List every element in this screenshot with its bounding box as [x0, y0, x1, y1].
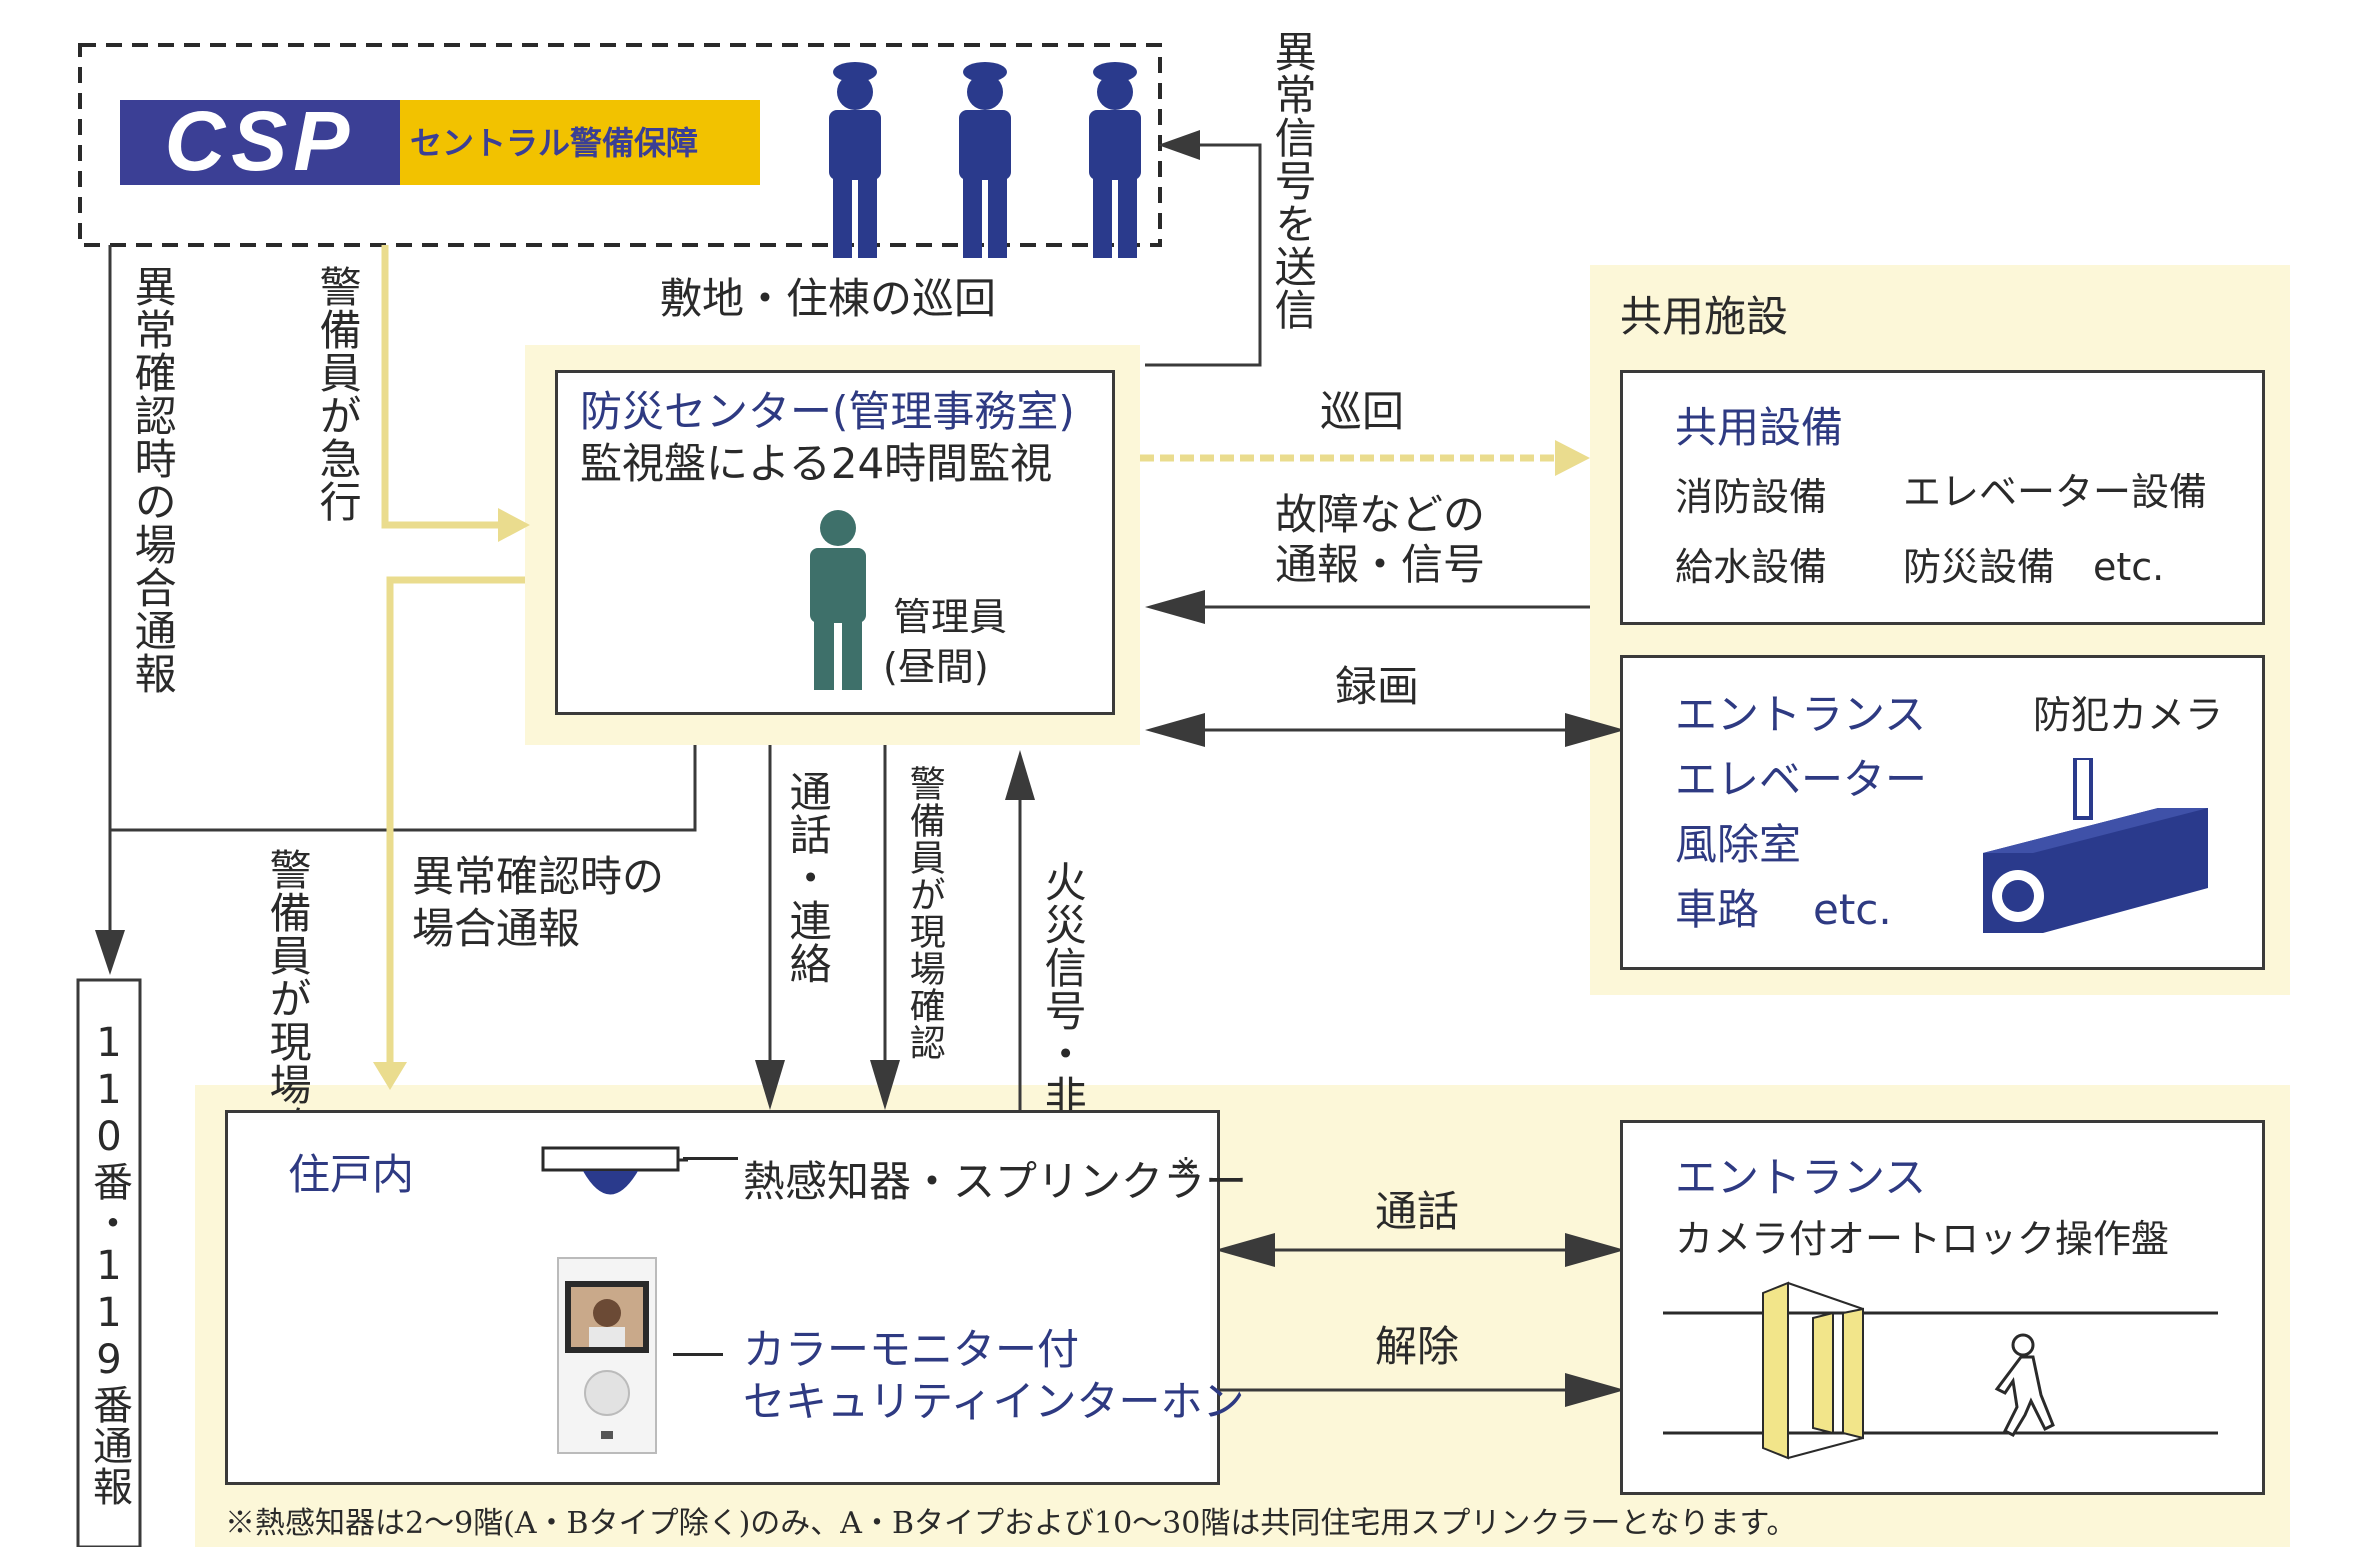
guard-check-label-2: 警備員が現場確認: [903, 765, 945, 1061]
entrance-box: エントランス カメラ付オートロック操作盤: [1620, 1120, 2265, 1495]
camera-location-windbreak: 風除室: [1675, 820, 1802, 869]
equipment-item-elevator: エレベーター設備: [1903, 470, 2208, 514]
equipment-item-etc: etc.: [2093, 545, 2165, 589]
sensor-mark: ※: [1175, 1153, 1197, 1183]
patrol-arrow: [1140, 440, 1590, 476]
common-equipment-title: 共用設備: [1675, 403, 1844, 452]
camera-location-entrance: エントランス: [1675, 690, 1927, 739]
equipment-item-disaster: 防災設備: [1903, 545, 2056, 589]
dwelling-box: 住戸内 熱感知器・スプリンクラー ※ カラーモニター付 セキュリティインターホン: [225, 1110, 1247, 1485]
monitor-leader-line: [673, 1353, 723, 1356]
sensor-leader-line: [683, 1157, 738, 1160]
call-arrow: [1215, 1233, 1625, 1267]
emergency-report-arrow: [95, 245, 697, 975]
csp-company-name: セントラル警備保障: [410, 124, 699, 162]
auto-lock-door-icon: [1663, 1281, 2218, 1460]
manager-person-icon: [810, 510, 866, 690]
site-patrol-label: 敷地・住棟の巡回: [660, 274, 997, 323]
fire-signal-label: 火災信号・非常警報: [1038, 860, 1088, 1247]
camera-location-elevator: エレベーター: [1675, 755, 1928, 804]
security-camera-label: 防犯カメラ: [2033, 693, 2224, 737]
anomaly-signal-label: 異常信号を送信: [1268, 30, 1318, 331]
camera-location-driveway: 車路: [1675, 885, 1760, 934]
recording-arrow: [1145, 713, 1625, 747]
patrol-label: 巡回: [1320, 387, 1405, 436]
disaster-center-box: 防災センター(管理事務室) 監視盤による24時間監視 管理員 (昼間): [555, 370, 1115, 715]
call-label: 通話: [1375, 1187, 1460, 1236]
fire-signal-arrow: [1005, 750, 1035, 1110]
guard-rush-arrow: [373, 245, 530, 1090]
csp-logo-text: CSP: [164, 94, 356, 188]
camera-box: エントランス エレベーター 風除室 車路 etc. 防犯カメラ: [1620, 655, 2265, 970]
fault-report-line2: 通報・信号: [1275, 540, 1486, 589]
manager-time: (昼間): [883, 645, 989, 689]
guard-check-arrow: [870, 745, 900, 1110]
emergency-call-label: 110番・119番通報: [86, 1020, 132, 1507]
common-equipment-box: 共用設備 消防設備 エレベーター設備 給水設備 防災設備 etc.: [1620, 370, 2265, 625]
equipment-item-water: 給水設備: [1675, 545, 1828, 589]
manager-label: 管理員: [893, 595, 1008, 639]
call-contact-label: 通話・連絡: [783, 770, 833, 985]
emergency-call-box: [76, 978, 142, 1547]
equipment-item-fire: 消防設備: [1675, 475, 1828, 519]
entrance-title: エントランス: [1675, 1153, 1927, 1202]
walking-person-icon: [1994, 1333, 2055, 1437]
guard-rush-label: 警備員が急行: [313, 265, 363, 523]
sensor-label: 熱感知器・スプリンクラー: [743, 1157, 1248, 1206]
release-label: 解除: [1375, 1322, 1460, 1371]
intercom-icon: [557, 1257, 657, 1454]
common-facilities-heading: 共用施設: [1620, 292, 1789, 341]
anomaly-signal-arrow: [1145, 130, 1262, 367]
disaster-center-subtitle: 監視盤による24時間監視: [580, 439, 1053, 488]
dwelling-title: 住戸内: [288, 1150, 415, 1199]
disaster-center-title: 防災センター(管理事務室): [580, 387, 1075, 436]
call-contact-arrow: [755, 745, 785, 1110]
security-camera-icon: [1983, 758, 2208, 933]
heat-sensor-icon: [541, 1146, 688, 1195]
csp-logo: [120, 100, 760, 185]
footnote: ※熱感知器は2〜9階(A・Bタイプ除く)のみ、A・Bタイプおよび10〜30階は共…: [225, 1506, 1797, 1541]
recording-label: 録画: [1335, 662, 1420, 711]
release-arrow: [1215, 1373, 1625, 1407]
monitor-label-line2: セキュリティインターホン: [743, 1377, 1245, 1426]
anomaly-report-mid-line2: 場合通報: [412, 904, 581, 953]
security-guard-icon: [829, 62, 1141, 258]
auto-lock-panel-label: カメラ付オートロック操作盤: [1675, 1217, 2170, 1261]
anomaly-report-left-label: 異常確認時の場合通報: [128, 265, 178, 695]
fault-report-arrow: [1145, 590, 1590, 624]
monitor-label-line1: カラーモニター付: [743, 1325, 1080, 1374]
fault-report-line1: 故障などの: [1275, 490, 1486, 539]
camera-location-etc: etc.: [1813, 885, 1892, 934]
anomaly-report-mid-line1: 異常確認時の: [412, 852, 665, 901]
